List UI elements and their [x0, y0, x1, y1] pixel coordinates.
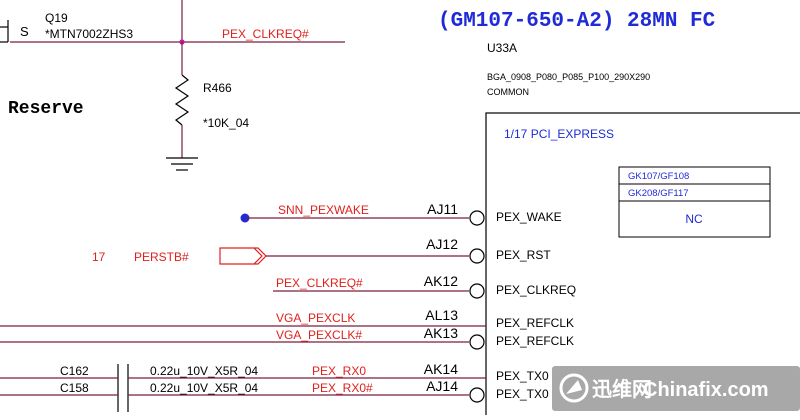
pin-row-pex-clkreq: PEX_CLKREQ# AK12 PEX_CLKREQ	[273, 273, 576, 299]
nc-table-value: NC	[685, 212, 703, 226]
ic-common: COMMON	[487, 87, 529, 97]
pin-row-pex-refclk: VGA_PEXCLK AL13 PEX_REFCLK	[0, 307, 574, 330]
watermark-backdrop	[552, 366, 800, 411]
resistor-ref: R466	[203, 81, 232, 95]
pin-row-pex-tx0: PEX_RX0 AK14 PEX_TX0	[0, 361, 549, 383]
chinafix-logo-icon	[559, 373, 589, 403]
nc-table: GK107/GF108 GK208/GF117 NC	[618, 166, 771, 238]
pin-bubble	[469, 283, 485, 299]
pin-bubble	[469, 210, 485, 226]
pin-ball: AK14	[424, 361, 458, 377]
capacitor-pair: C162 0.22u_10V_X5R_04 C158 0.22u_10V_X5R…	[60, 364, 258, 412]
nc-table-header-1: GK107/GF108	[628, 171, 689, 182]
resistor-r466: R466 *10K_04	[174, 42, 249, 158]
sheet-ref: 17	[92, 250, 106, 264]
net-label: SNN_PEXWAKE	[278, 203, 369, 217]
off-page-connector-icon	[253, 247, 263, 265]
capacitor-ref: C158	[60, 381, 89, 395]
ground-icon	[166, 157, 198, 171]
pin-name: PEX_WAKE	[496, 210, 562, 224]
resistor-zigzag-icon	[174, 74, 190, 126]
pin-row-pex-wake: SNN_PEXWAKE AJ11 PEX_WAKE	[240, 201, 562, 226]
resistor-value: *10K_04	[203, 116, 249, 130]
net-label: PEX_CLKREQ#	[276, 276, 363, 290]
pin-name: PEX_REFCLK	[496, 334, 574, 348]
transistor-pin-label: S	[20, 24, 29, 39]
net-label: PEX_RX0#	[312, 381, 373, 395]
capacitor-value: 0.22u_10V_X5R_04	[150, 381, 258, 395]
off-page-connector-icon	[219, 247, 267, 265]
nc-table-frame	[618, 166, 771, 238]
pin-ball: AJ11	[427, 201, 458, 217]
pin-name: PEX_TX0	[496, 387, 549, 401]
ic-package: BGA_0908_P080_P085_P100_290X290	[487, 72, 650, 82]
net-label: PERSTB#	[134, 250, 189, 264]
watermark: 迅维网 Chinafix.com	[552, 366, 800, 411]
ic-section-title: 1/17 PCI_EXPRESS	[504, 127, 614, 141]
pin-bubble	[469, 387, 485, 403]
transistor-ref: Q19	[45, 11, 68, 25]
pin-ball: AJ14	[426, 378, 458, 394]
pin-bubble	[469, 334, 485, 350]
transistor-value: *MTN7002ZHS3	[45, 27, 133, 41]
pin-bubble	[469, 248, 485, 264]
watermark-cn: 迅维网	[592, 377, 652, 401]
pin-name: PEX_CLKREQ	[496, 283, 576, 297]
capacitor-ref: C162	[60, 364, 89, 378]
pin-ball: AJ12	[426, 236, 458, 252]
pin-ball: AK12	[424, 273, 458, 289]
pin-name: PEX_RST	[496, 248, 551, 262]
pin-row-pex-refclk-n: VGA_PEXCLK# AK13 PEX_REFCLK	[0, 325, 574, 350]
pin-name: PEX_REFCLK	[496, 316, 574, 330]
schematic-title: (GM107-650-A2) 28MN FC	[438, 10, 716, 33]
pin-ball: AK13	[424, 325, 458, 341]
net-label: VGA_PEXCLK#	[276, 328, 362, 342]
capacitor-value: 0.22u_10V_X5R_04	[150, 364, 258, 378]
pin-row-pex-tx0-n: PEX_RX0# AJ14 PEX_TX0	[0, 378, 549, 403]
ic-body	[485, 112, 800, 420]
nc-table-header-2: GK208/GF117	[628, 188, 689, 199]
ic-ref: U33A	[487, 41, 517, 55]
net-label: PEX_RX0	[312, 364, 366, 378]
transistor-q19: S Q19 *MTN7002ZHS3	[0, 11, 133, 43]
watermark-en: Chinafix.com	[643, 379, 769, 401]
top-net-label: PEX_CLKREQ#	[222, 27, 309, 41]
pin-name: PEX_TX0	[496, 369, 549, 383]
reserve-label: Reserve	[8, 99, 84, 119]
pin-ball: AL13	[425, 307, 458, 323]
net-label: VGA_PEXCLK	[276, 311, 355, 325]
pin-row-pex-rst: 17 PERSTB# AJ12 PEX_RST	[92, 236, 551, 265]
